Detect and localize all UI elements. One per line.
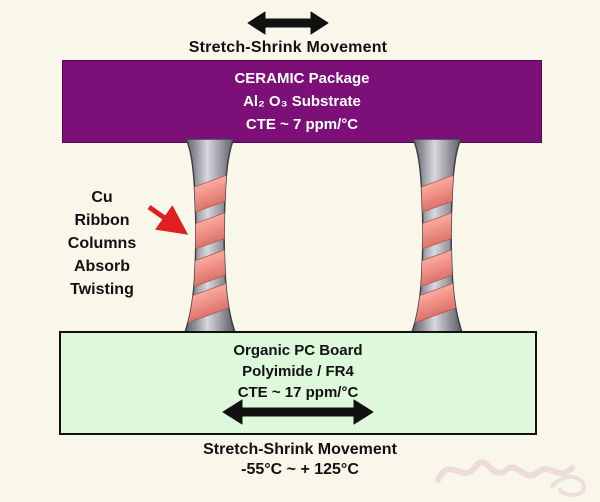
cu-ribbon-caption: Cu Ribbon Columns Absorb Twisting	[48, 186, 156, 301]
pc-board-block: Organic PC Board Polyimide / FR4 CTE ~ 1…	[59, 331, 537, 435]
ceramic-line-1: CERAMIC Package	[234, 70, 370, 87]
ceramic-package-block: CERAMIC Package Al₂ O₃ Substrate CTE ~ 7…	[62, 60, 542, 143]
board-line-2: Polyimide / FR4	[242, 363, 354, 380]
board-line-3: CTE ~ 17 ppm/°C	[237, 384, 359, 401]
watermark-squiggle	[435, 459, 587, 497]
temperature-range-label: -55°C ~ + 125°C	[241, 461, 359, 478]
stretch-shrink-arrow-icon-board	[222, 399, 374, 425]
ceramic-line-3: CTE ~ 7 ppm/°C	[245, 116, 359, 133]
cu-ribbon-column-right	[410, 139, 464, 335]
bottom-movement-label: Stretch-Shrink Movement	[203, 441, 397, 458]
red-pointer-arrow-icon	[147, 204, 189, 235]
cu-caption-line-5: Twisting	[70, 281, 134, 298]
top-movement-label: Stretch-Shrink Movement	[188, 39, 388, 56]
cu-caption-line-1: Cu	[91, 189, 113, 206]
stretch-shrink-arrow-icon-top	[247, 11, 329, 35]
cu-ribbon-column-left	[183, 139, 237, 335]
board-line-1: Organic PC Board	[233, 342, 363, 359]
cu-caption-line-2: Ribbon	[74, 212, 130, 229]
cu-caption-line-3: Columns	[67, 235, 137, 252]
ceramic-line-2: Al₂ O₃ Substrate	[243, 93, 361, 110]
cu-caption-line-4: Absorb	[74, 258, 130, 275]
